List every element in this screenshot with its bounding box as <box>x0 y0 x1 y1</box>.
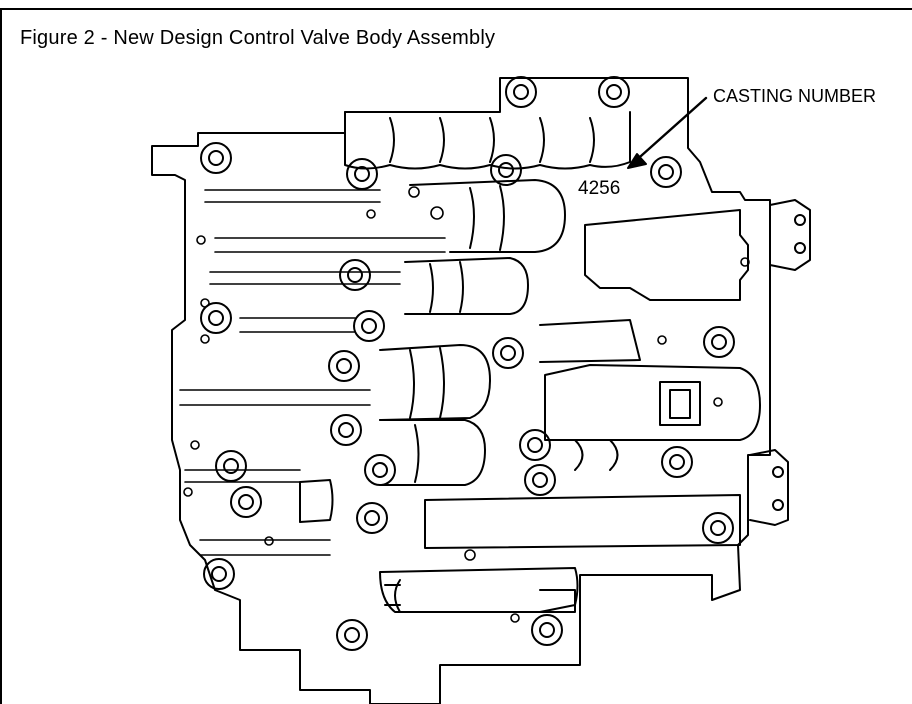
casting-number-arrow <box>627 96 708 169</box>
left-border-rule <box>0 10 2 704</box>
top-border-rule <box>0 8 912 10</box>
figure-title: Figure 2 - New Design Control Valve Body… <box>20 27 496 49</box>
right-fittings <box>384 199 811 613</box>
casting-number-label: CASTING NUMBER <box>713 86 877 106</box>
bolt-bosses <box>200 76 735 651</box>
channel-lines <box>179 189 446 556</box>
small-holes <box>183 186 750 623</box>
valve-body-outline <box>151 77 771 704</box>
casting-number-value: 4256 <box>578 178 621 199</box>
valve-bores <box>299 111 761 613</box>
upper-right-pad <box>584 209 749 301</box>
